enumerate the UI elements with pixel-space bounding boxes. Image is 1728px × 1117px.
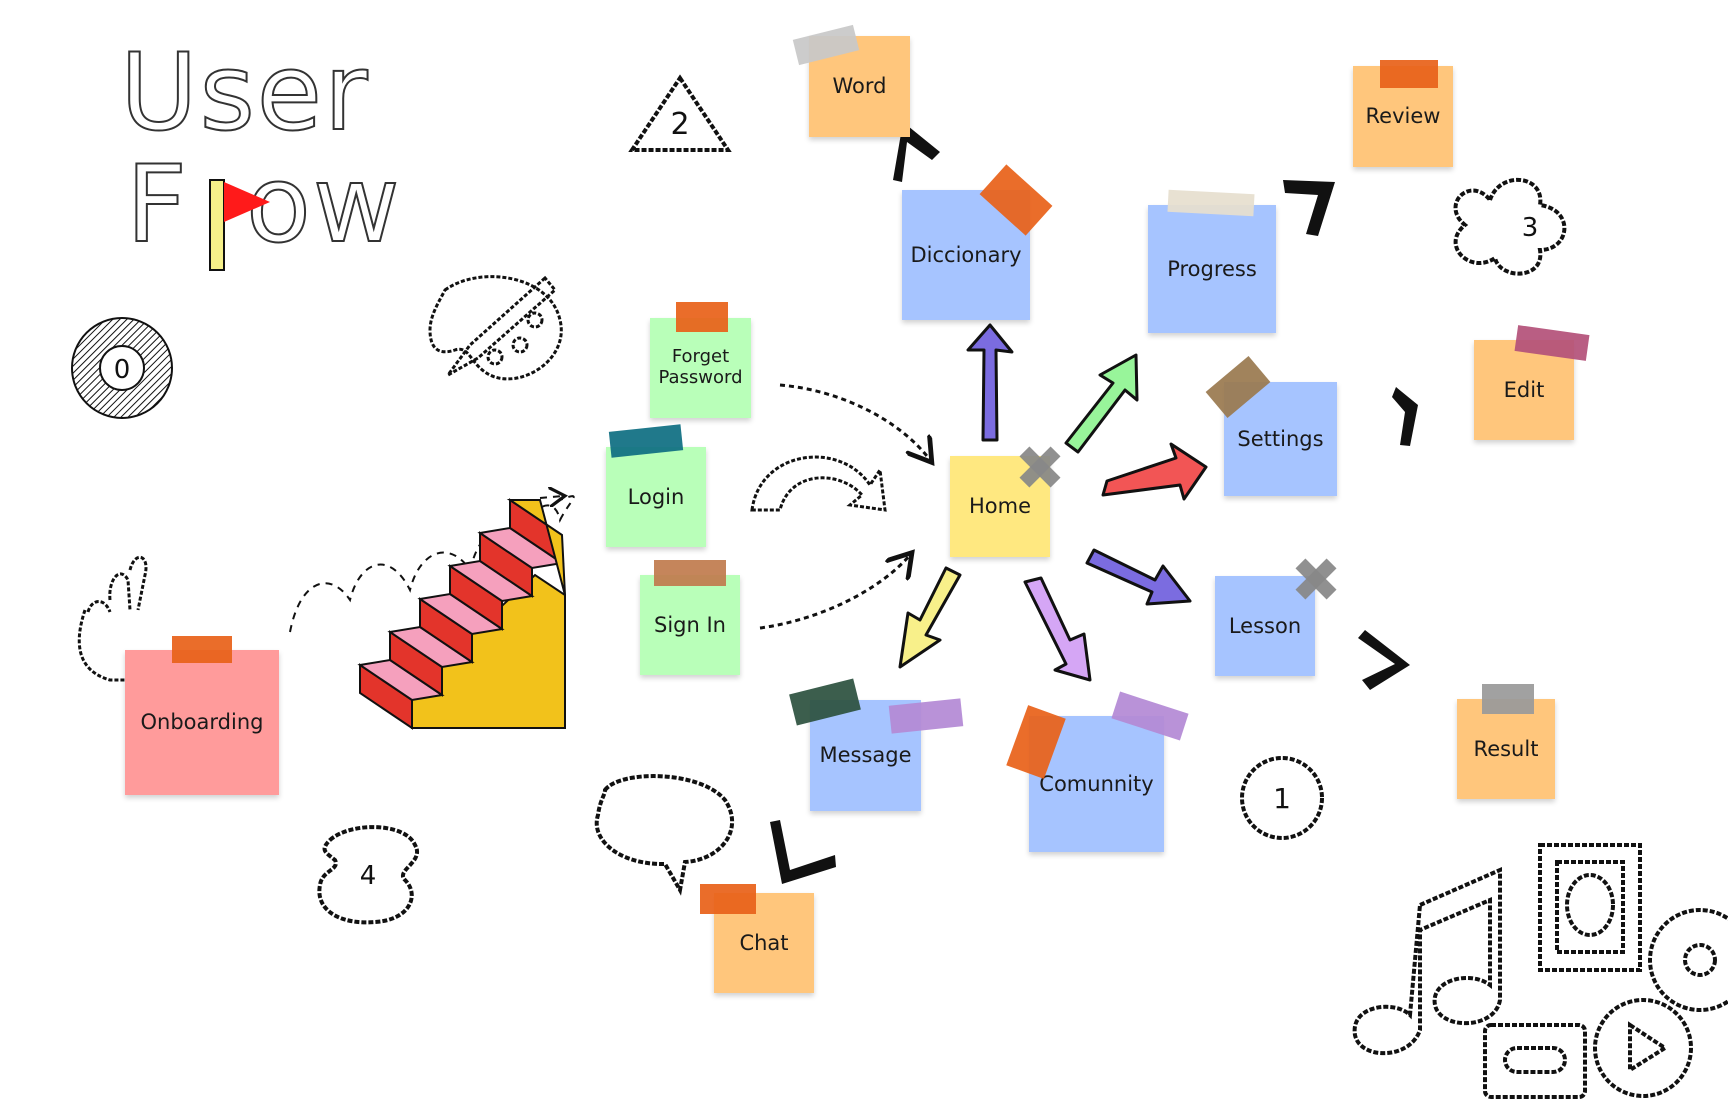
cassette-icon <box>1483 1023 1587 1099</box>
svg-text:3: 3 <box>1522 213 1539 243</box>
title-user: User <box>119 31 370 154</box>
note-result[interactable]: Result <box>1457 699 1555 799</box>
title-flow-ow: ow <box>245 143 402 266</box>
arrow-signin-home <box>759 555 910 630</box>
note-home[interactable]: Home <box>950 456 1050 557</box>
tape <box>1380 60 1438 88</box>
note-comunnity[interactable]: Comunnity <box>1029 716 1164 852</box>
arrow-login-home <box>750 455 887 512</box>
flower-badge: 3 <box>1453 177 1567 276</box>
svg-text:2: 2 <box>670 107 689 142</box>
tape <box>654 560 726 586</box>
play-button-icon <box>1593 998 1693 1098</box>
tape <box>700 884 756 914</box>
title-flow-f: F <box>125 143 189 266</box>
note-onboarding[interactable]: Onboarding <box>125 650 279 795</box>
note-sign-in[interactable]: Sign In <box>640 575 740 675</box>
palette-icon <box>428 275 563 381</box>
svg-text:0: 0 <box>114 355 131 385</box>
svg-text:4: 4 <box>360 861 377 891</box>
stairs-icon <box>357 498 566 730</box>
chevrons <box>770 122 1418 884</box>
note-forget-password[interactable]: Forget Password <box>650 318 751 418</box>
crossed-fingers-icon <box>77 556 148 682</box>
arrow-home-progress <box>1064 353 1139 454</box>
tape <box>1482 684 1534 714</box>
arrow-home-comunnity <box>1023 576 1092 682</box>
picture-frame-icon <box>1538 843 1642 972</box>
tape <box>1167 189 1255 217</box>
tape <box>676 302 728 332</box>
note-login[interactable]: Login <box>606 447 706 547</box>
vinyl-icon: 0 <box>71 317 173 419</box>
arrow-home-lesson <box>1085 548 1192 606</box>
arrow-home-settings <box>1101 442 1208 501</box>
squircle-badge: 4 <box>317 825 419 925</box>
music-note-icon <box>1352 866 1502 1056</box>
triangle-badge: 2 <box>628 74 732 152</box>
arrow-home-diccionary <box>966 323 1014 442</box>
hop-path <box>289 495 575 633</box>
note-progress[interactable]: Progress <box>1148 205 1276 333</box>
circle-badge: 1 <box>1240 756 1324 840</box>
tape <box>172 636 232 663</box>
arrow-home-message <box>898 566 962 669</box>
speech-bubble-icon <box>594 774 735 896</box>
svg-text:1: 1 <box>1273 782 1291 815</box>
arrow-forgot-home <box>779 383 930 460</box>
cd-icon <box>1648 908 1728 1012</box>
flag-icon <box>209 179 270 271</box>
